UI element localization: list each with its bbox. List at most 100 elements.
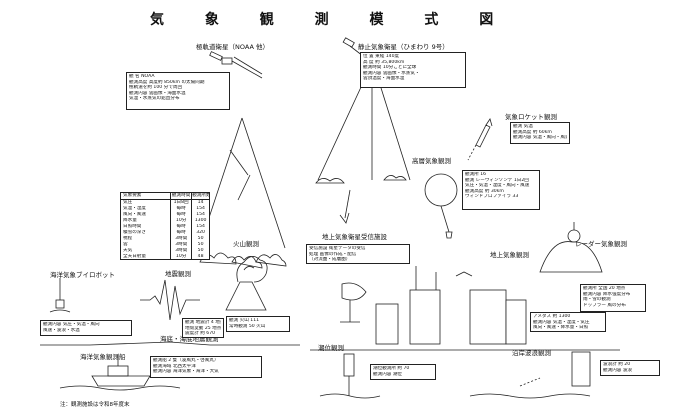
info-box-buoy: 観測内容 気圧・気温・風向 風速・波浪・水温 [40,320,132,336]
volcano-icon [225,256,268,311]
box-line: 観測 気温 [513,124,533,129]
table-cell: 積雪の深さ [123,230,146,235]
label-buoy: 海洋気象ブイロボット [50,271,115,279]
info-box-polar: 観 名 NOAA 観測高度 高度約 850km の太陽同期 極軌道を約 100 … [126,72,230,110]
table-cell: 毎時 [170,224,191,230]
box-line: 観測所 全国 20 地点 [583,286,626,291]
box-line: 観 名 NOAA [129,74,155,79]
wave-station-icon [469,351,591,399]
box-line: 観測内容 波浪 [603,367,633,373]
tide-station-icon [319,353,381,399]
label-satellite-center: 地上気象衛星受信施設 [322,233,387,241]
box-line: 受信施設 衛星データの受信 [309,246,366,251]
box-line: 風速・波浪・水温 [43,327,80,333]
cloud-icon [315,178,345,184]
box-line: 観測高度 約 60km [513,129,552,135]
info-box-rocket: 観測 気温 観測高度 約 60km 観測内容 気温・風向・風速 [510,122,570,144]
info-box-ground: アメダス 約 1300 観測内容 気温・湿度・気圧 風向・風速・降水量・日照 [530,312,606,332]
table-cell: 50 [191,242,209,248]
box-line: 観測内容 気温・風向・風速 [513,135,567,141]
table-cell: 3時間 [170,242,191,248]
info-box-radar: 観測所 全国 20 地点 観測内容 降水強度分布 雨・雪の観測 ドップラー 風の… [580,284,646,312]
box-line: 観測船 2 隻（凌風丸・啓風丸） [153,358,219,363]
table-cell: 降水量 [123,218,137,223]
geo-satellite-beam [317,71,411,224]
ship-icon [59,354,181,391]
table-cell: 気温・湿度 [123,206,146,211]
table-cell: 3時間 [170,236,191,242]
box-line: ドップラー 風の分布 [583,302,626,308]
cloud-icon [199,252,287,269]
box-line: 観測所 16 [465,172,487,177]
table-cell: 3時間 [170,248,191,254]
rocket-icon [467,118,493,161]
info-box-ship: 観測船 2 隻（凌風丸・啓風丸） 観測海域 北西太平洋 観測内容 海洋気象・海洋… [150,356,262,378]
box-line: 潮位観測所 約 70 [373,366,410,371]
box-line: 観測内容 潮位 [373,371,403,377]
table-cell: 10分 [170,218,191,224]
table-cell: 1日8回 [170,200,191,206]
box-line: 観測高度 高度約 850km の太陽同期 [129,79,205,85]
ground-line [40,341,300,346]
radar-dish-icon [340,282,367,323]
table-cell: 気圧 [123,200,133,205]
building-icon [375,266,527,345]
table-header-cell: 気象要素 [123,193,142,198]
box-line: 高 度 約 35,800km [363,59,405,65]
label-tsunami: 海底・海底地震観測 [160,335,219,343]
box-line: 地殻変動 25 地点 [185,325,221,331]
info-box-tide: 潮位観測所 約 70 観測内容 潮位 [370,364,436,380]
table-cell: 雲 [123,242,128,247]
box-line: 常時観測 50 火山 [229,323,266,329]
box-line: 観測内容 海洋気象・海洋・大気 [153,369,219,375]
box-line: 処理 画像の作成・配信 [309,251,357,257]
box-line: 風向・風速・降水量・日照 [533,325,589,331]
table-cell: 50 [191,248,209,254]
label-wave: 沿岸波浪観測 [512,349,551,357]
box-line: ウィンドプロファイラ 33 [465,194,519,200]
box-line: 観測内容 気圧・気温・風向 [43,322,100,327]
box-line: 観測時間 10分ごとに全球 [363,65,417,71]
label-geo-satellite: 静止気象衛星（ひまわり 9号） [358,43,449,51]
box-line: 観測 レーウィンゾンデ 1日2回 [465,177,529,183]
polar-satellite-icon [209,51,263,79]
table-cell: 154 [191,224,209,230]
table-cell: 154 [191,206,209,212]
label-radar: レーダー気象観測 [575,240,627,248]
info-box-earthquake: 観測 地震計 4 地点 地殻変動 25 地点 震度計 約 670 [182,318,224,338]
info-box-satellite-center: 受信施設 衛星データの受信 処理 画像の作成・配信 （対流圏・成層圏） [306,244,410,264]
balloon-icon [424,173,458,239]
info-box-volcano: 観測 火山 111 常時観測 50 火山 [226,316,290,332]
box-line: 震度計 約 670 [185,331,216,337]
table-cell: 毎時 [170,230,191,236]
table-cell: 日照時間 [123,224,142,229]
label-rocket: 気象ロケット観測 [505,113,557,121]
table-cell: 毎時 [170,206,191,212]
box-line: 観測高度 約 30km [465,188,504,194]
box-line: 観測海域 北西太平洋 [153,363,196,369]
box-line: 観測内容 気温・湿度・気圧 [533,319,590,325]
box-line: 波浪計 約 20 [603,362,631,367]
box-line: 雨・雪の観測 [583,297,611,303]
table-cell: 10分 [170,254,191,259]
label-ground-station: 地上気象観測 [490,251,529,259]
box-line: 気温・水蒸気の鉛直分布 [129,96,180,102]
info-box-radiosonde: 観測所 16 観測 レーウィンゾンデ 1日2回 気圧・気温・湿度・風向・風速 観… [462,170,540,210]
box-line: 位 置 東経 140度 [363,54,400,59]
table-cell: 154 [191,212,209,218]
box-line: 観測内容 降水強度分布 [583,291,631,297]
cloud-icon [383,175,407,181]
page-title: 気 象 観 測 模 式 図 [150,12,512,28]
table-cell: 1300 [191,218,209,224]
label-radiosonde: 高層気象観測 [412,157,451,165]
label-tide: 潮位観測 [318,344,344,352]
